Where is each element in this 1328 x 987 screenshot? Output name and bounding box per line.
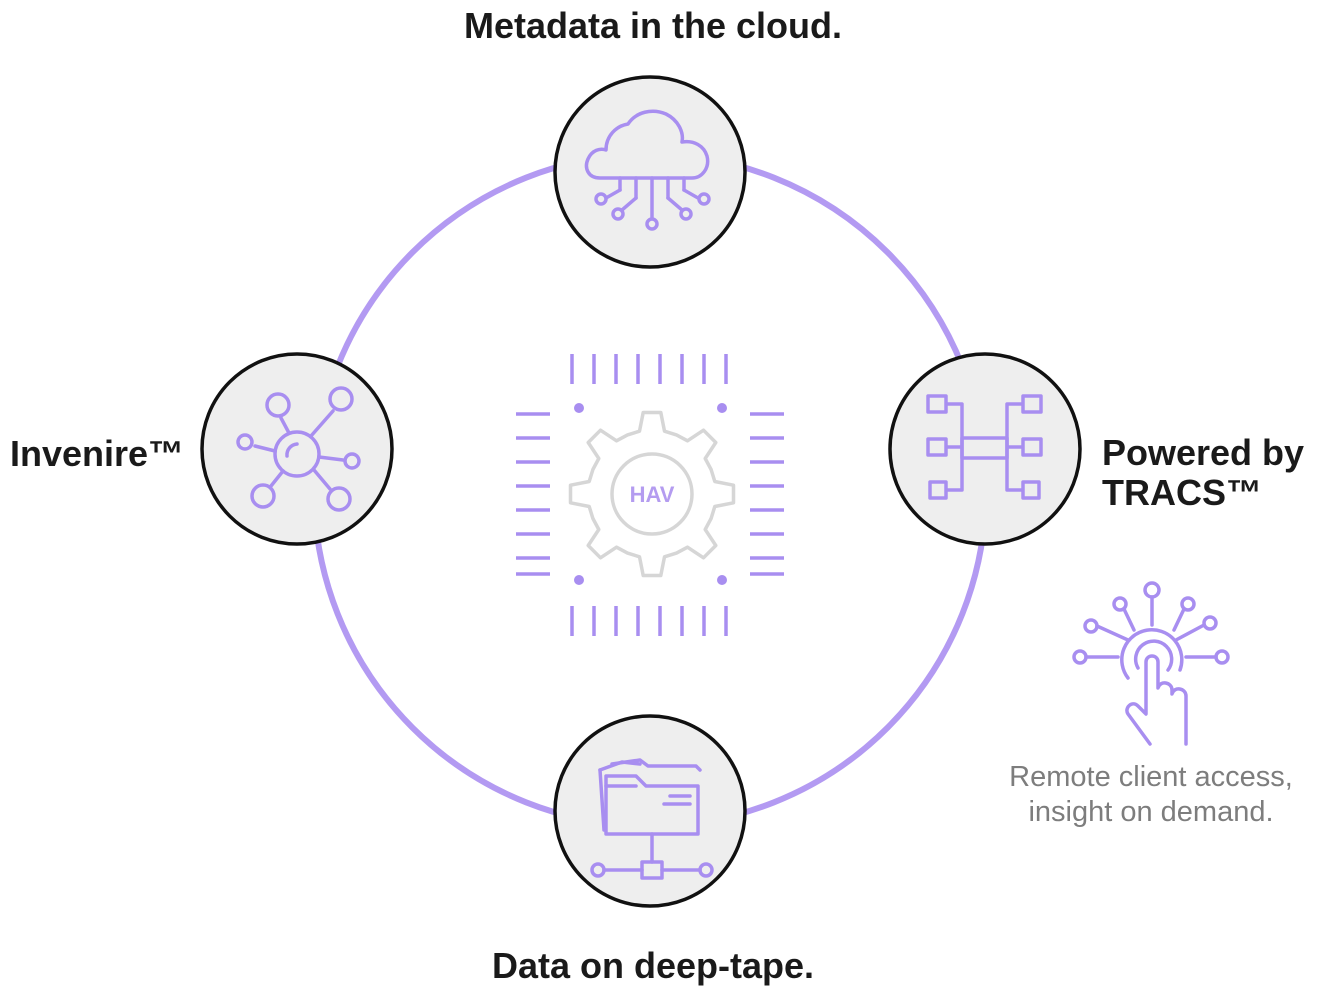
node-deep-tape: [553, 714, 747, 908]
hierarchy-chart-icon: [926, 394, 1043, 500]
cloud-network-icon: [584, 109, 711, 231]
node-tracs: [888, 352, 1082, 546]
label-metadata-cloud: Metadata in the cloud.: [463, 5, 843, 46]
label-invenire: Invenire™: [10, 433, 185, 474]
gear-icon: [568, 410, 736, 578]
node-invenire: [200, 352, 394, 546]
caption-line-1: Remote client access,: [1009, 761, 1293, 793]
folder-network-icon: [590, 758, 714, 880]
processor-gear-icon: HAV: [516, 354, 784, 636]
label-tracs: TRACS™: [1102, 471, 1262, 513]
center-label: HAV: [630, 482, 675, 507]
label-powered-by-tracs: Powered by TRACS™: [1102, 433, 1322, 512]
label-powered-by: Powered by: [1102, 432, 1305, 473]
caption-line-2: insight on demand.: [1028, 796, 1274, 829]
touch-network-icon: [1072, 581, 1230, 746]
label-data-deep-tape: Data on deep-tape.: [491, 945, 815, 986]
molecule-network-icon: [236, 386, 361, 512]
node-cloud: [553, 75, 747, 269]
remote-access-caption: Remote client access, insight on demand.: [978, 760, 1324, 831]
